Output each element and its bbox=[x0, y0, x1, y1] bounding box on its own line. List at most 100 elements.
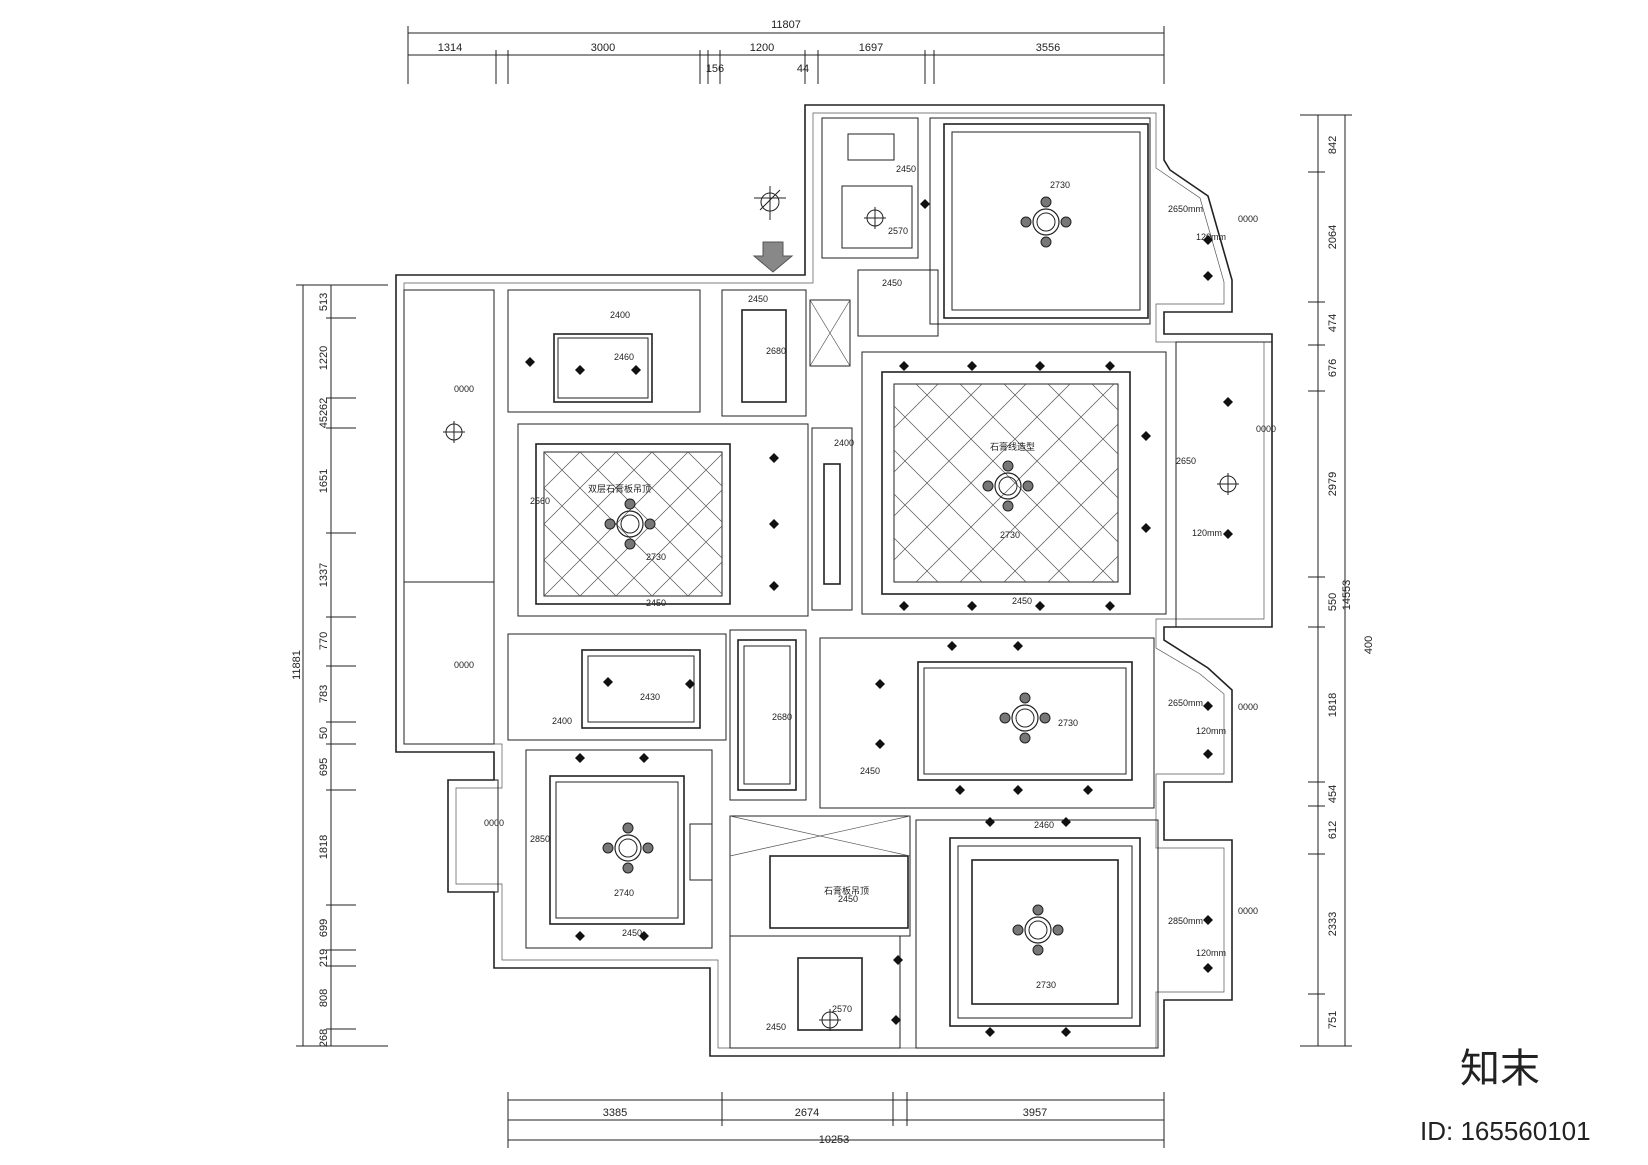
ceiling-lamp-icon bbox=[864, 207, 886, 229]
downlight-icon bbox=[893, 955, 903, 965]
diamond-line bbox=[724, 452, 868, 596]
chandelier-icon bbox=[602, 822, 654, 874]
left-dim-5: 1337 bbox=[318, 563, 330, 587]
downlight-icon bbox=[525, 357, 535, 367]
ceiling-height: 0000 bbox=[454, 384, 474, 394]
ceiling-height: 2650mm bbox=[1168, 698, 1203, 708]
left-dim-14: 268 bbox=[318, 1029, 330, 1047]
top-dimension-chain: 11807 1314 3000 156 1200 44 1697 3556 bbox=[407, 19, 1165, 84]
light-fixtures bbox=[443, 196, 1239, 1037]
diamond-line bbox=[1091, 555, 1118, 582]
ceiling-height: 120mm bbox=[1196, 726, 1226, 736]
ceiling-height: 2740 bbox=[614, 888, 634, 898]
top-dim-3: 156 bbox=[706, 63, 724, 75]
north-compass-icon bbox=[754, 186, 786, 220]
ceiling-height: 2570 bbox=[832, 1004, 852, 1014]
diamond-line bbox=[1224, 384, 1422, 582]
diamond-line bbox=[544, 452, 653, 561]
left-dim-12: 219 bbox=[318, 949, 330, 967]
room-middle-left bbox=[507, 629, 807, 801]
downlight-icon bbox=[639, 931, 649, 941]
ceiling-height: 2460 bbox=[614, 352, 634, 362]
downlight-icon bbox=[769, 453, 779, 463]
room-middle-right bbox=[819, 637, 1155, 809]
right-dim-7: 1818 bbox=[1327, 693, 1339, 717]
right-total-dim: 14553 bbox=[1341, 580, 1353, 611]
downlight-icon bbox=[1061, 1027, 1071, 1037]
downlight-icon bbox=[1223, 397, 1233, 407]
downlight-icon bbox=[1105, 361, 1115, 371]
room-bottom-right bbox=[915, 819, 1159, 1049]
downlight-icon bbox=[967, 361, 977, 371]
ceiling-height: 2730 bbox=[646, 552, 666, 562]
left-dim-6: 770 bbox=[318, 632, 330, 650]
ceiling-height: 2450 bbox=[896, 164, 916, 174]
diamond-line bbox=[544, 452, 581, 489]
left-dim-13: 808 bbox=[318, 989, 330, 1007]
bottom-total-dim: 10253 bbox=[819, 1134, 850, 1146]
note-bottom-middle-ceiling: 石膏板吊顶 bbox=[824, 885, 869, 896]
room-bottom-left bbox=[525, 749, 713, 949]
chandelier-icon bbox=[999, 692, 1051, 744]
downlight-icon bbox=[1035, 601, 1045, 611]
entry-arrow-icon bbox=[752, 241, 794, 273]
left-dimension-chain: 11881 513 1220 45262 1651 1337 770 783 5… bbox=[291, 284, 388, 1047]
right-extra-dim: 400 bbox=[1363, 636, 1375, 654]
downlight-icon bbox=[891, 1015, 901, 1025]
ceiling-height: 2460 bbox=[1034, 820, 1054, 830]
diamond-line bbox=[544, 452, 545, 453]
diamond-line bbox=[1268, 384, 1466, 582]
ceiling-lamp-icon bbox=[1217, 473, 1239, 495]
left-balcony bbox=[403, 289, 499, 893]
diamond-line bbox=[724, 452, 868, 596]
downlight-icon bbox=[631, 365, 641, 375]
ceiling-height: 2730 bbox=[1000, 530, 1020, 540]
right-dim-11: 751 bbox=[1327, 1011, 1339, 1029]
ceiling-height: 2450 bbox=[766, 1022, 786, 1032]
diamond-line bbox=[544, 452, 617, 525]
ceiling-height: 2650mm bbox=[1168, 204, 1203, 214]
ceiling-height: 2450 bbox=[860, 766, 880, 776]
diamond-line bbox=[1003, 467, 1118, 582]
ceiling-lamp-icon bbox=[443, 421, 465, 443]
chandelier-icon bbox=[1020, 196, 1072, 248]
top-dim-5: 44 bbox=[797, 63, 809, 75]
downlight-icon bbox=[1083, 785, 1093, 795]
right-dim-2: 2064 bbox=[1327, 225, 1339, 249]
left-dim-10: 1818 bbox=[318, 835, 330, 859]
room-living bbox=[861, 351, 1510, 615]
watermark-id: ID: 165560101 bbox=[1420, 1116, 1591, 1146]
downlight-icon bbox=[685, 679, 695, 689]
downlight-icon bbox=[1013, 641, 1023, 651]
ceiling-height: 0000 bbox=[454, 660, 474, 670]
downlight-icon bbox=[955, 785, 965, 795]
left-dim-2: 1220 bbox=[318, 346, 330, 370]
ceiling-height: 2450 bbox=[1012, 596, 1032, 606]
left-dim-3: 45262 bbox=[318, 398, 330, 429]
bottom-dim-2: 2674 bbox=[795, 1107, 819, 1119]
note-living-ceiling: 石膏线造型 bbox=[990, 441, 1035, 452]
diamond-line bbox=[544, 523, 617, 596]
downlight-icon bbox=[1203, 915, 1213, 925]
top-dim-1: 1314 bbox=[438, 42, 462, 54]
ceiling-height: 0000 bbox=[484, 818, 504, 828]
diamond-line bbox=[1312, 384, 1510, 582]
diamond-line bbox=[1047, 511, 1118, 582]
diamond-line bbox=[651, 452, 722, 523]
downlight-icon bbox=[1203, 271, 1213, 281]
watermark: 知末 ID: 165560101 bbox=[1420, 1047, 1591, 1146]
right-dim-10: 2333 bbox=[1327, 912, 1339, 936]
downlight-icon bbox=[899, 361, 909, 371]
downlight-icon bbox=[575, 753, 585, 763]
top-dim-7: 3556 bbox=[1036, 42, 1060, 54]
right-dim-3: 474 bbox=[1327, 314, 1339, 332]
downlight-icon bbox=[1013, 785, 1023, 795]
left-dim-9: 695 bbox=[318, 758, 330, 776]
chandelier-icon bbox=[604, 498, 656, 550]
top-total-dim: 11807 bbox=[771, 19, 801, 31]
ceiling-height: 0000 bbox=[1256, 424, 1276, 434]
diamond-line bbox=[687, 452, 722, 487]
downlight-icon bbox=[1203, 749, 1213, 759]
left-dim-4: 1651 bbox=[318, 469, 330, 493]
